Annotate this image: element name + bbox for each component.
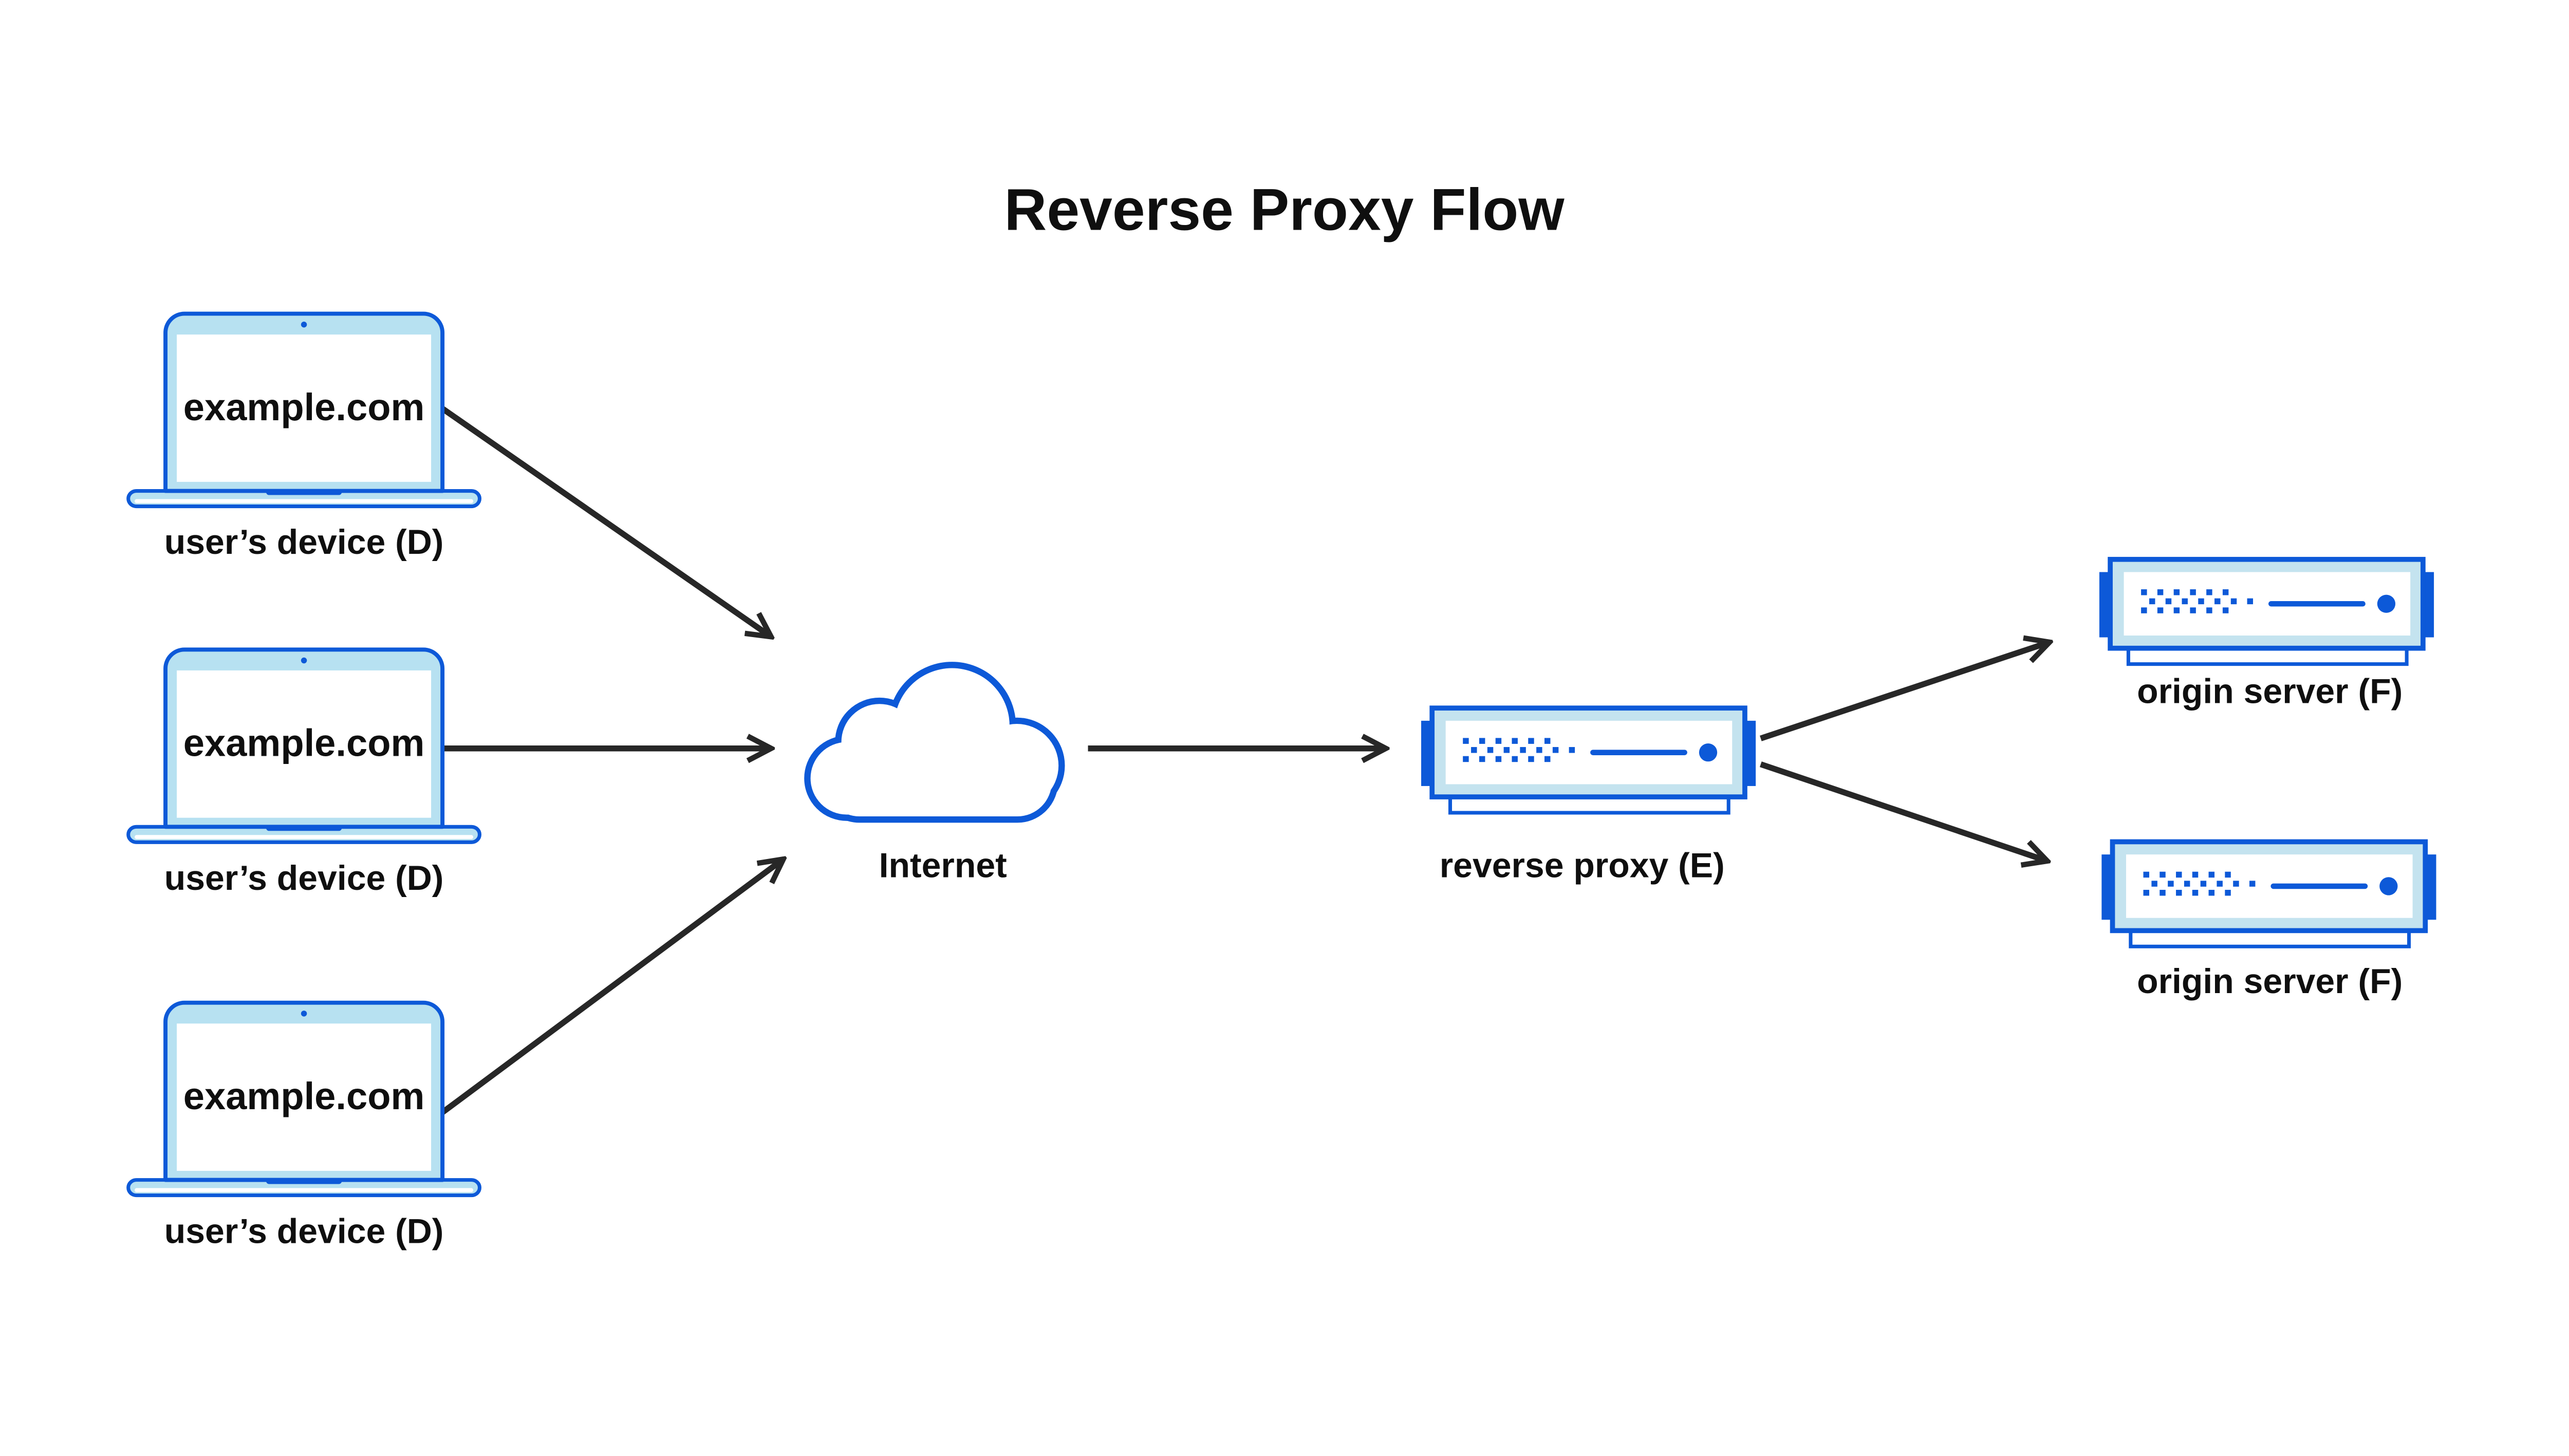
internet-node: Internet <box>804 662 1065 885</box>
user-device-1: example.com user’s device (D) <box>128 314 480 562</box>
connector-arrows <box>440 406 2049 1115</box>
reverse-proxy-node: reverse proxy (E) <box>1421 708 1756 885</box>
user-device-2: example.com user’s device (D) <box>128 649 480 898</box>
origin-server-1: origin server (F) <box>2099 559 2434 711</box>
device-label: user’s device (D) <box>164 1212 444 1250</box>
origin-server-2: origin server (F) <box>2101 842 2436 1001</box>
origin-server-label: origin server (F) <box>2137 672 2403 711</box>
internet-label: Internet <box>879 846 1007 885</box>
server-icon <box>2099 559 2434 664</box>
device-label: user’s device (D) <box>164 859 444 898</box>
reverse-proxy-label: reverse proxy (E) <box>1440 846 1725 885</box>
arrow-device1-to-internet <box>441 406 771 637</box>
device-screen-url: example.com <box>183 1075 425 1117</box>
device-screen-url: example.com <box>183 722 425 764</box>
arrow-proxy-to-origin2 <box>1760 761 2047 861</box>
page-title: Reverse Proxy Flow <box>1004 177 1565 242</box>
device-label: user’s device (D) <box>164 523 444 562</box>
arrow-device3-to-internet <box>440 860 783 1115</box>
cloud-icon <box>804 662 1065 823</box>
origin-server-label: origin server (F) <box>2137 962 2403 1001</box>
arrow-proxy-to-origin1 <box>1760 642 2049 741</box>
device-screen-url: example.com <box>183 386 425 428</box>
server-icon <box>1421 708 1756 813</box>
server-icon <box>2101 842 2436 946</box>
user-device-3: example.com user’s device (D) <box>128 1003 480 1250</box>
